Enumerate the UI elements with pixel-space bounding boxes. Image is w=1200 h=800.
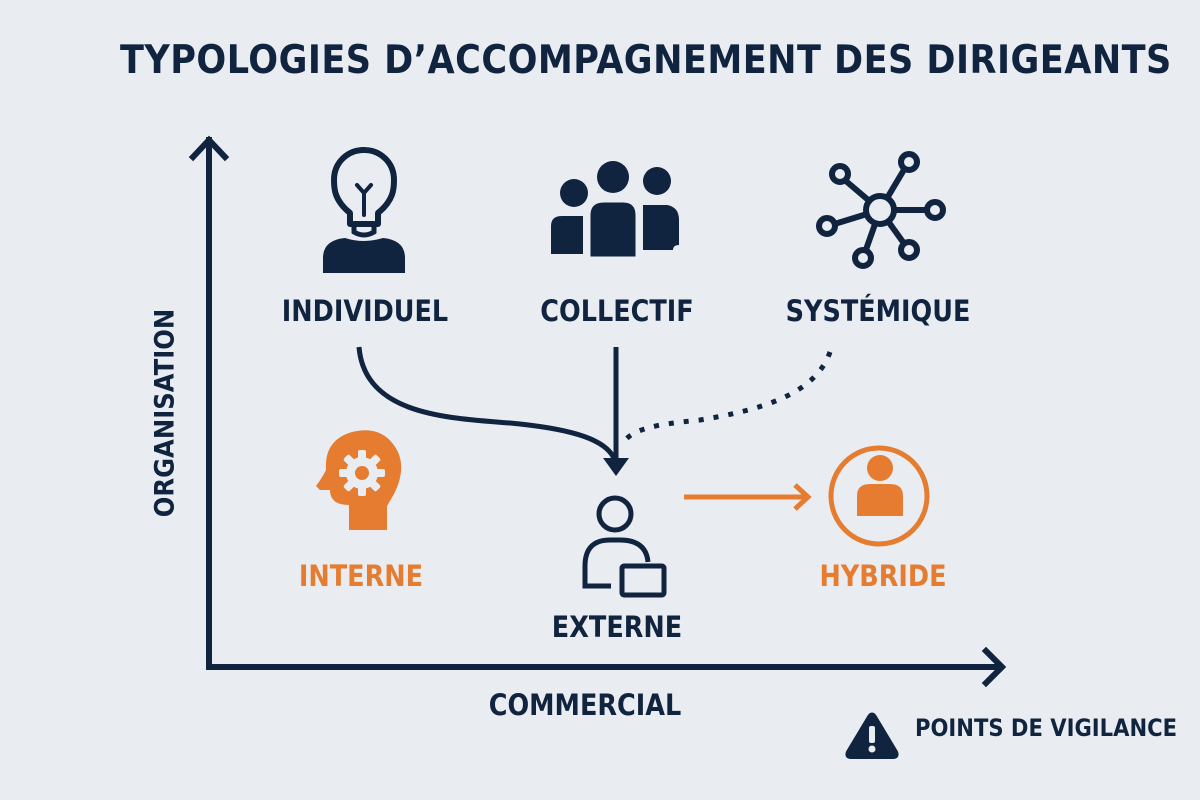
x-axis-arrowhead-icon bbox=[981, 646, 1007, 688]
connection-systemique-externe bbox=[619, 351, 833, 447]
y-axis-label: ORGANISATION bbox=[149, 308, 181, 518]
y-axis-arrowhead-icon bbox=[188, 135, 230, 162]
node-label-individuel: INDIVIDUEL bbox=[281, 294, 449, 328]
group-people-icon bbox=[551, 161, 679, 260]
axes bbox=[188, 135, 1007, 688]
orange-arrow-icon bbox=[684, 483, 812, 511]
node-label-collectif: COLLECTIF bbox=[540, 294, 694, 328]
node-label-externe: EXTERNE bbox=[551, 610, 683, 644]
node-label-hybride: HYBRIDE bbox=[819, 559, 947, 593]
page-title: TYPOLOGIES D’ACCOMPAGNEMENT DES DIRIGEAN… bbox=[120, 38, 1172, 83]
lightbulb-head-person-icon bbox=[323, 147, 405, 273]
vigilance-label: POINTS DE VIGILANCE bbox=[915, 714, 1178, 742]
person-laptop-icon bbox=[582, 495, 667, 598]
connection-individuel-externe bbox=[356, 346, 617, 460]
x-axis-label: COMMERCIAL bbox=[488, 688, 682, 722]
node-label-interne: INTERNE bbox=[298, 559, 424, 593]
head-gear-icon bbox=[316, 430, 402, 530]
warning-triangle-icon bbox=[845, 712, 899, 759]
person-circle-icon bbox=[828, 445, 930, 547]
network-hub-icon bbox=[816, 151, 946, 269]
arrowhead-down-icon bbox=[603, 458, 629, 476]
points-de-vigilance: POINTS DE VIGILANCE bbox=[845, 714, 1200, 742]
node-label-systemique: SYSTÉMIQUE bbox=[785, 294, 971, 328]
